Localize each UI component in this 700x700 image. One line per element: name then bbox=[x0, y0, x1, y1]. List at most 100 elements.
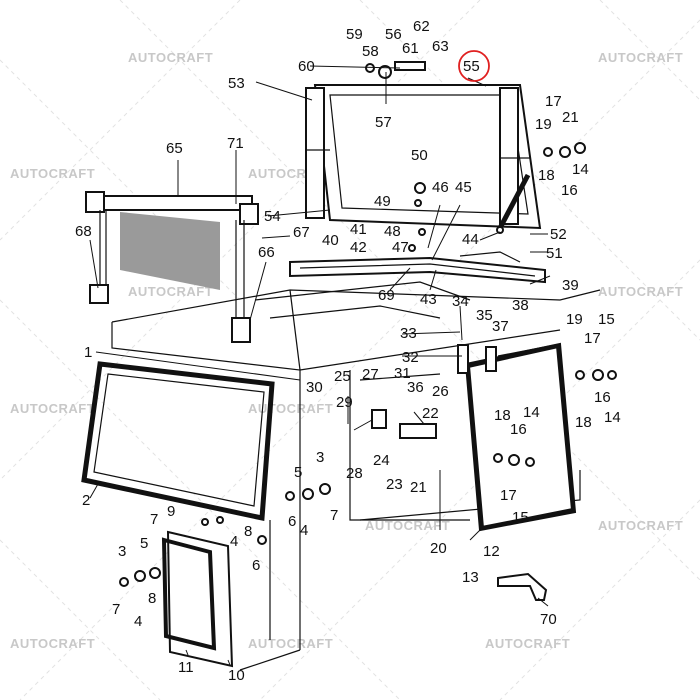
callout-label: 18 bbox=[494, 407, 511, 424]
callout-label: 59 bbox=[346, 26, 363, 43]
callout-label: 34 bbox=[452, 293, 469, 310]
callout-label: 9 bbox=[167, 503, 175, 520]
callout-label: 4 bbox=[300, 522, 308, 539]
callout-label: 42 bbox=[350, 239, 367, 256]
gas-strut bbox=[496, 173, 531, 234]
leader-lines bbox=[89, 65, 551, 666]
callout-label: 3 bbox=[118, 543, 126, 560]
cab-body bbox=[111, 281, 601, 671]
callout-label: 24 bbox=[373, 452, 390, 469]
callout-label: 28 bbox=[346, 465, 363, 482]
watermark-text: AUTOCRAFT bbox=[365, 518, 450, 533]
callout-label: 15 bbox=[598, 311, 615, 328]
callout-label: 15 bbox=[512, 509, 529, 526]
callout-label: 31 bbox=[394, 365, 411, 382]
sill-bar bbox=[289, 251, 546, 284]
fastener-clusters bbox=[119, 61, 617, 587]
latch-bracket bbox=[497, 572, 548, 601]
callout-label: 43 bbox=[420, 291, 437, 308]
callout-label: 44 bbox=[462, 231, 479, 248]
callout-label: 14 bbox=[604, 409, 621, 426]
callout-label: 6 bbox=[288, 513, 296, 530]
callout-label: 7 bbox=[112, 601, 120, 618]
callout-label: 41 bbox=[350, 221, 367, 238]
callout-label: 49 bbox=[374, 193, 391, 210]
watermark-text: AUTOCRAFT bbox=[128, 284, 213, 299]
callout-label: 1 bbox=[84, 344, 92, 361]
callout-label: 58 bbox=[362, 43, 379, 60]
callout-label: 4 bbox=[134, 613, 142, 630]
highlight-circle bbox=[458, 50, 490, 82]
callout-label: 48 bbox=[384, 223, 401, 240]
callout-label: 19 bbox=[566, 311, 583, 328]
watermark-text: AUTOCRAFT bbox=[128, 50, 213, 65]
callout-label: 52 bbox=[550, 226, 567, 243]
callout-label: 25 bbox=[334, 368, 351, 385]
callout-label: 33 bbox=[400, 325, 417, 342]
callout-label: 8 bbox=[148, 590, 156, 607]
callout-label: 4 bbox=[230, 533, 238, 550]
callout-label: 56 bbox=[385, 26, 402, 43]
callout-label: 16 bbox=[594, 389, 611, 406]
callout-label: 20 bbox=[430, 540, 447, 557]
callout-label: 16 bbox=[510, 421, 527, 438]
callout-label: 62 bbox=[413, 18, 430, 35]
callout-label: 54 bbox=[264, 208, 281, 225]
watermark-text: AUTOCRAFT bbox=[485, 636, 570, 651]
callout-labels: 1 2 3 3 4 4 4 5 5 6 6 7 7 7 8 8 9 10 11 … bbox=[75, 18, 621, 684]
callout-label: 60 bbox=[298, 58, 315, 75]
callout-label: 37 bbox=[492, 318, 509, 335]
callout-label: 50 bbox=[411, 147, 428, 164]
callout-label: 39 bbox=[562, 277, 579, 294]
callout-label: 17 bbox=[584, 330, 601, 347]
callout-label: 30 bbox=[306, 379, 323, 396]
callout-label: 68 bbox=[75, 223, 92, 240]
callout-label: 18 bbox=[575, 414, 592, 431]
callout-label: 17 bbox=[500, 487, 517, 504]
small-window bbox=[161, 530, 234, 668]
callout-label: 67 bbox=[293, 224, 310, 241]
callout-label: 32 bbox=[402, 349, 419, 366]
watermark-text: AUTOCRAFT bbox=[10, 166, 95, 181]
callout-label: 45 bbox=[455, 179, 472, 196]
callout-label: 14 bbox=[523, 404, 540, 421]
watermark-text: AUTOCRAFT bbox=[598, 518, 683, 533]
callout-label: 29 bbox=[336, 394, 353, 411]
watermark-text: AUTOCRAFT bbox=[10, 401, 95, 416]
callout-label: 12 bbox=[483, 543, 500, 560]
callout-label: 63 bbox=[432, 38, 449, 55]
callout-label: 38 bbox=[512, 297, 529, 314]
callout-label: 16 bbox=[561, 182, 578, 199]
callout-label: 57 bbox=[375, 114, 392, 131]
watermark-text: AUTOCRAFT bbox=[248, 636, 333, 651]
callout-label: 71 bbox=[227, 135, 244, 152]
callout-label: 47 bbox=[392, 239, 409, 256]
callout-label: 5 bbox=[140, 535, 148, 552]
callout-label: 69 bbox=[378, 287, 395, 304]
callout-label: 2 bbox=[82, 492, 90, 509]
callout-label: 8 bbox=[244, 523, 252, 540]
callout-label: 10 bbox=[228, 667, 245, 684]
callout-label: 36 bbox=[407, 379, 424, 396]
callout-label: 27 bbox=[362, 366, 379, 383]
roll-bar bbox=[85, 191, 259, 343]
callout-label: 17 bbox=[545, 93, 562, 110]
callout-label: 35 bbox=[476, 307, 493, 324]
callout-label: 61 bbox=[402, 40, 419, 57]
callout-label: 26 bbox=[432, 383, 449, 400]
callout-label: 14 bbox=[572, 161, 589, 178]
callout-label: 51 bbox=[546, 245, 563, 262]
callout-label: 46 bbox=[432, 179, 449, 196]
callout-label: 21 bbox=[562, 109, 579, 126]
watermark-text: AUTOCRAFT bbox=[598, 284, 683, 299]
watermark-text: AUTOCRAFT bbox=[10, 636, 95, 651]
callout-label: 13 bbox=[462, 569, 479, 586]
callout-label: 40 bbox=[322, 232, 339, 249]
callout-label: 7 bbox=[330, 507, 338, 524]
callout-label: 66 bbox=[258, 244, 275, 261]
callout-label: 7 bbox=[150, 511, 158, 528]
callout-label: 53 bbox=[228, 75, 245, 92]
